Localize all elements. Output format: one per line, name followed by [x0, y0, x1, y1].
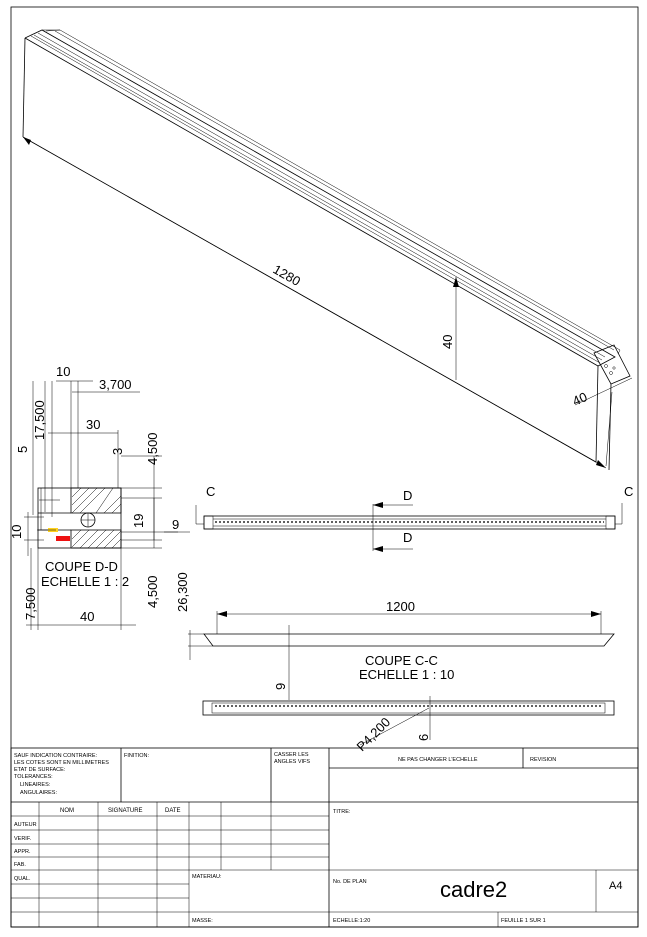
tb-no-plan: No. DE PLAN [333, 879, 367, 885]
tb-general-2: ETAT DE SURFACE: [14, 767, 66, 773]
dim-40-width: 40 [570, 389, 589, 409]
section-dd-title: COUPE D-D [45, 559, 118, 574]
section-dd-view: 10 3,700 17,500 30 3 4,500 5 10 19 7,500… [9, 364, 178, 630]
dd-dim-3700: 3,700 [99, 377, 132, 392]
tb-row-auteur: AUTEUR [14, 822, 37, 828]
cut-letter-c-right: C [624, 484, 633, 499]
dd-dim-10b: 10 [9, 525, 24, 539]
dd-dim-10: 10 [56, 364, 70, 379]
section-cc-title: COUPE C-C [365, 653, 438, 668]
dd-dim-5: 5 [15, 446, 30, 453]
side-view: 1200 26,300 9 COUPE C-C ECHELLE 1 : 10 [175, 572, 615, 700]
cut-letter-d-bottom: D [403, 530, 412, 545]
dim-40-height: 40 [440, 335, 455, 349]
bottom-dim-6: 6 [416, 734, 431, 741]
cut-letter-c-left: C [206, 484, 215, 499]
dd-dim-17500: 17,500 [32, 400, 47, 440]
dd-dim-19: 19 [131, 514, 146, 528]
tb-col-signature: SIGNATURE [108, 808, 143, 814]
tb-col-date: DATE [165, 808, 181, 814]
tb-materiau: MATERIAU: [192, 874, 222, 880]
title-block: SAUF INDICATION CONTRAIRE: LES COTES SON… [10, 747, 639, 928]
tb-row-qual: QUAL. [14, 876, 31, 882]
cc-dim-9: 9 [172, 517, 179, 532]
side-dim-26300: 26,300 [175, 572, 190, 612]
tb-row-appr: APPR. [14, 849, 31, 855]
tb-revision: REVISION [530, 757, 556, 763]
dd-dim-7500: 7,500 [23, 587, 38, 620]
tb-general-0: SAUF INDICATION CONTRAIRE: [14, 753, 97, 759]
tb-general-5: ANGULAIRES: [20, 790, 57, 796]
tb-titre: TITRE: [333, 809, 351, 815]
side-dim-1200: 1200 [386, 599, 415, 614]
tb-row-fab: FAB. [14, 862, 26, 868]
tb-casser-0: CASSER LES [274, 752, 309, 758]
isometric-view: 1280 40 40 [22, 29, 633, 471]
tb-general-3: TOLERANCES: [14, 774, 53, 780]
tb-part-name: cadre2 [440, 877, 507, 902]
dd-dim-30: 30 [86, 417, 100, 432]
bottom-view: P4,200 6 [202, 696, 615, 754]
tb-finition: FINITION: [124, 753, 150, 759]
tb-masse: MASSE: [192, 918, 213, 924]
section-dd-scale: ECHELLE 1 : 2 [41, 574, 129, 589]
dd-dim-4500b: 4,500 [145, 575, 160, 608]
sheet-border [10, 6, 639, 928]
cut-letter-d-top: D [403, 488, 412, 503]
tb-general-4: LINEAIRES: [20, 782, 51, 788]
section-cc-view: C C D D 9 [164, 484, 633, 552]
tb-format: A4 [609, 880, 622, 892]
tb-col-nom: NOM [60, 808, 74, 814]
dd-dim-40: 40 [80, 609, 94, 624]
tb-echelle: ECHELLE:1:20 [333, 918, 370, 924]
dd-dim-3: 3 [110, 448, 125, 455]
tb-general-1: LES COTES SONT EN MILLIMETRES [14, 760, 109, 766]
tb-casser-1: ANGLES VIFS [274, 759, 310, 765]
section-cc-scale: ECHELLE 1 : 10 [359, 667, 454, 682]
dd-dim-4500a: 4,500 [145, 432, 160, 465]
tb-feuille: FEUILLE 1 SUR 1 [501, 918, 546, 924]
side-dim-9: 9 [273, 683, 288, 690]
dim-1280: 1280 [271, 262, 304, 289]
tb-row-verif: VERIF. [14, 836, 32, 842]
tb-ne-pas-changer: NE PAS CHANGER L'ECHELLE [398, 757, 478, 763]
